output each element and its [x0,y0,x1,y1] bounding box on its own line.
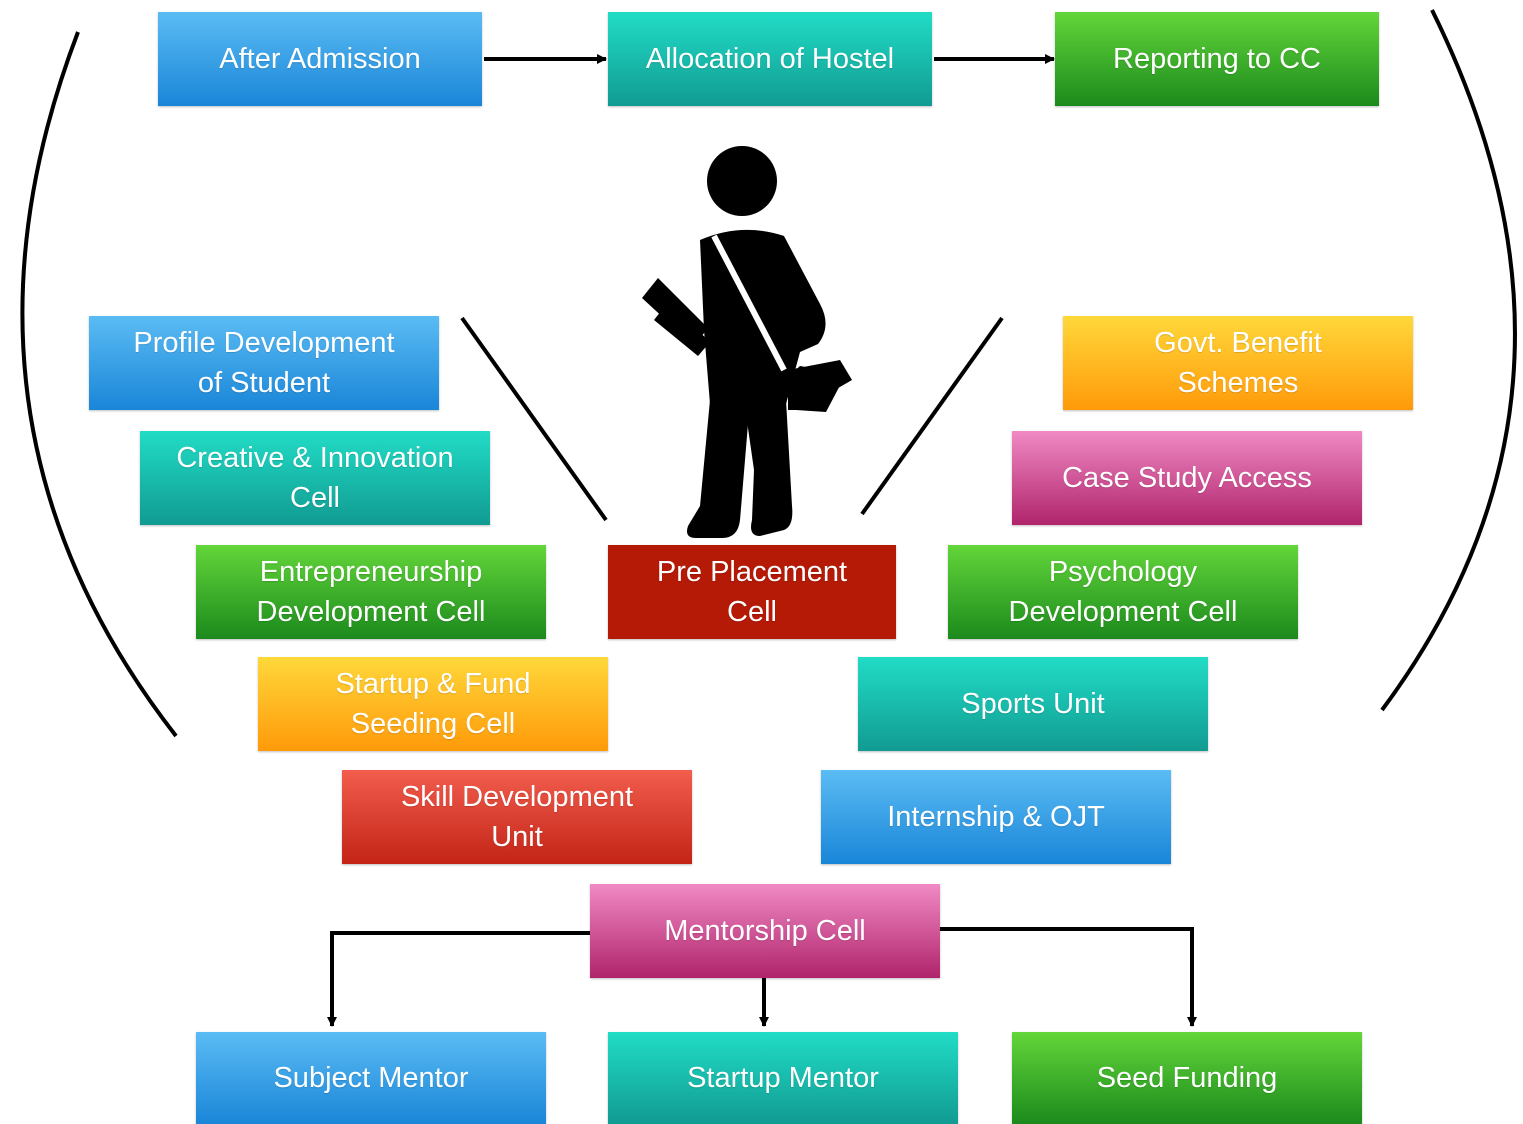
govt-benefit-label: Govt. Benefit Schemes [1154,327,1322,399]
case-study-box: Case Study Access [1012,431,1362,525]
startup-mentor-box: Startup Mentor [608,1032,958,1124]
allocation-of-hostel-box: Allocation of Hostel [608,12,932,106]
bag-strap [711,234,787,372]
connector-mentorship-to-subject [327,931,590,1027]
mentorship-cell-label: Mentorship Cell [664,915,866,947]
pre-placement-cell-box: Pre Placement Cell [608,545,896,639]
mentorship-cell-box: Mentorship Cell [590,884,940,978]
right-diagonal-line [860,316,1004,516]
startup-fund-label: Startup & Fund Seeding Cell [335,668,531,740]
after-admission-label: After Admission [219,43,421,75]
subject-mentor-label: Subject Mentor [273,1062,469,1094]
case-study-label: Case Study Access [1062,462,1312,494]
startup-fund-box: Startup & Fund Seeding Cell [258,657,608,751]
creative-innovation-box: Creative & Innovation Cell [140,431,490,525]
sports-unit-box: Sports Unit [858,657,1208,751]
pre-placement-cell-label: Pre Placement Cell [656,556,848,628]
creative-innovation-label: Creative & Innovation Cell [176,442,454,514]
skill-development-label: Skill Development Unit [400,781,634,853]
connector-mentorship-to-seed [938,927,1197,1027]
psychology-box: Psychology Development Cell [948,545,1298,639]
allocation-of-hostel-label: Allocation of Hostel [645,43,895,75]
profile-development-label: Profile Development of Student [133,327,395,399]
internship-box: Internship & OJT [821,770,1171,864]
psychology-label: Psychology Development Cell [1008,556,1238,628]
startup-mentor-label: Startup Mentor [687,1062,879,1094]
student-with-books-and-bag-icon [642,146,852,538]
entrepreneurship-label: Entrepreneurship Development Cell [256,556,486,628]
internship-label: Internship & OJT [887,801,1105,833]
after-admission-box: After Admission [158,12,482,106]
profile-development-box: Profile Development of Student [89,316,439,410]
seed-funding-label: Seed Funding [1096,1062,1278,1094]
govt-benefit-box: Govt. Benefit Schemes [1063,316,1413,410]
left-bracket-arc [20,31,178,738]
subject-mentor-box: Subject Mentor [196,1032,546,1124]
reporting-to-cc-box: Reporting to CC [1055,12,1379,106]
reporting-to-cc-label: Reporting to CC [1113,43,1321,75]
left-diagonal-line [460,316,608,522]
seed-funding-box: Seed Funding [1012,1032,1362,1124]
right-bracket-arc [1380,9,1517,712]
entrepreneurship-box: Entrepreneurship Development Cell [196,545,546,639]
skill-development-box: Skill Development Unit [342,770,692,864]
sports-unit-label: Sports Unit [961,688,1105,720]
